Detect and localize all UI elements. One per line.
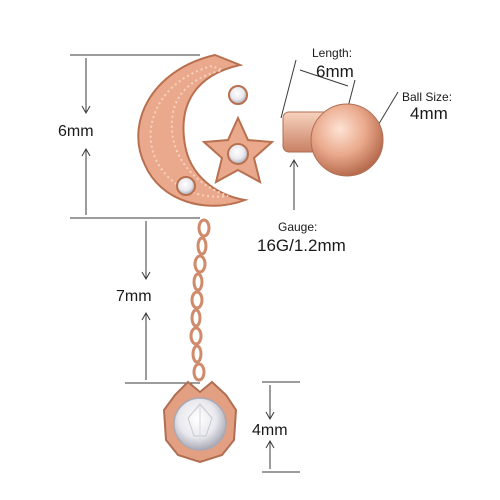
ball-size-value: 4mm — [410, 104, 448, 123]
barbell — [282, 103, 384, 177]
length-title: Length: — [312, 46, 353, 60]
chain-icon — [189, 218, 211, 382]
gauge-value: 16G/1.2mm — [257, 236, 346, 255]
moon-icon — [137, 53, 249, 207]
ball-size-title: Ball Size: — [402, 90, 453, 104]
dimension-lines — [70, 54, 399, 473]
star-icon — [201, 115, 275, 184]
chain-length-label: 7mm — [116, 288, 152, 305]
top-height-label: 6mm — [58, 123, 94, 140]
gem-pendant-icon — [162, 380, 238, 464]
pendant-height-label: 4mm — [252, 422, 288, 439]
gauge-title: Gauge: — [278, 220, 318, 234]
ball-icon — [310, 103, 384, 177]
length-value: 6mm — [316, 62, 354, 81]
